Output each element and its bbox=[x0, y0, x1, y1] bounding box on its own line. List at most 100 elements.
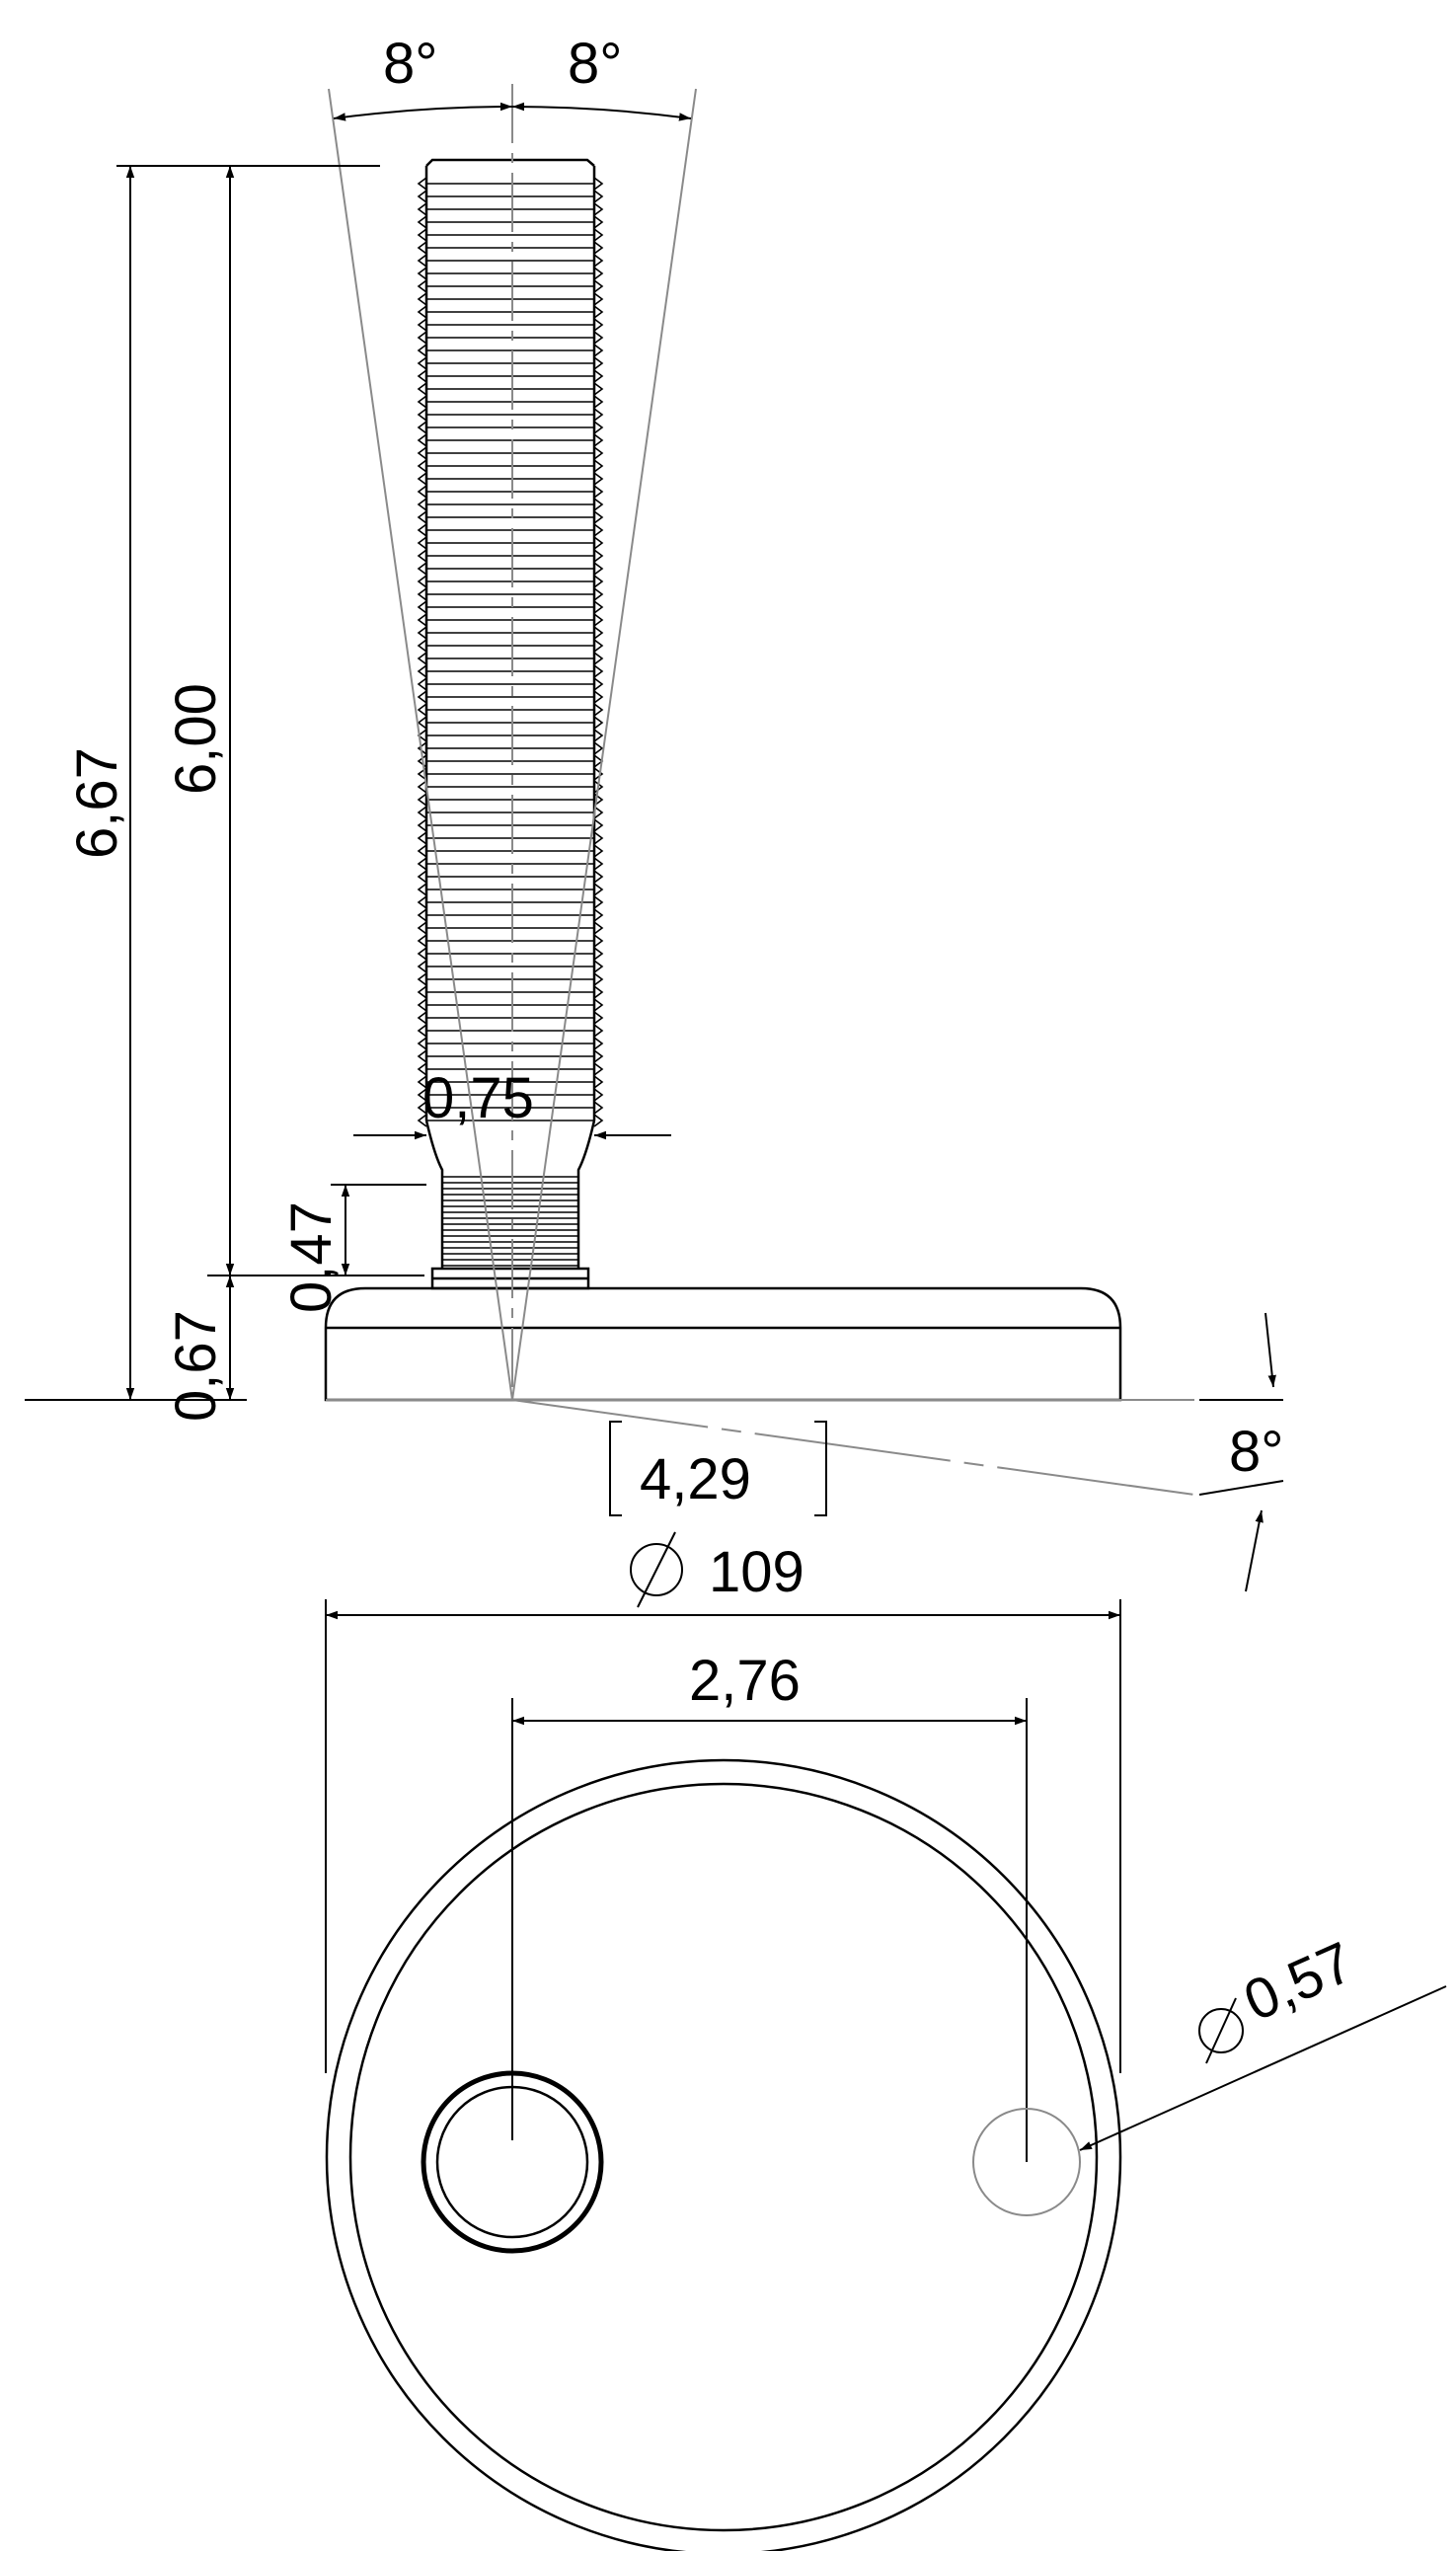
thread-ridge bbox=[417, 1049, 604, 1063]
base-diameter-label: 109 bbox=[630, 1531, 805, 1608]
thread-ridge bbox=[417, 382, 604, 396]
thread-ridge bbox=[417, 1114, 604, 1127]
base-inner-circle bbox=[348, 1782, 1099, 2532]
top-view: 109 2,76 0,57 bbox=[325, 1531, 1447, 2551]
thread-length-label: 6,00 bbox=[164, 683, 228, 795]
thread-ridge bbox=[417, 292, 604, 306]
base-outer-circle bbox=[325, 1758, 1122, 2551]
thread-ridge bbox=[417, 1088, 604, 1102]
thread-ridge bbox=[417, 472, 604, 486]
thread-ridge bbox=[417, 562, 604, 576]
thread-ridge bbox=[417, 408, 604, 422]
thread-ridge bbox=[417, 664, 604, 678]
thread-ridge bbox=[417, 305, 604, 319]
thread-ridge bbox=[417, 459, 604, 473]
thread-ridge bbox=[417, 395, 604, 409]
thread-ridge bbox=[417, 793, 604, 807]
svg-text:109: 109 bbox=[709, 1540, 805, 1604]
base-foot-side bbox=[324, 1286, 1122, 1402]
hole-diameter-label: 0,57 bbox=[1198, 1930, 1363, 2064]
thread-ridge bbox=[417, 972, 604, 986]
thread-ridge bbox=[417, 600, 604, 614]
thread-ridge bbox=[417, 485, 604, 499]
thread-ridge bbox=[417, 831, 604, 845]
neck-height-label: 0,47 bbox=[279, 1201, 344, 1313]
svg-text:0,57: 0,57 bbox=[1235, 1930, 1363, 2034]
mounting-hole bbox=[972, 2108, 1081, 2216]
thread-ridge bbox=[417, 587, 604, 601]
thread-lines bbox=[417, 177, 604, 1127]
thread-ridge bbox=[417, 254, 604, 268]
thread-ridge bbox=[417, 1101, 604, 1115]
thread-ridge bbox=[417, 741, 604, 755]
thread-ridge bbox=[417, 523, 604, 537]
thread-ridge bbox=[417, 921, 604, 935]
thread-ridge bbox=[417, 241, 604, 255]
thread-diameter-label: 0,75 bbox=[422, 1066, 534, 1130]
thread-ridge bbox=[417, 1024, 604, 1038]
thread-ridge bbox=[417, 510, 604, 524]
thread-ridge bbox=[417, 716, 604, 730]
thread-ridge bbox=[417, 780, 604, 794]
thread-ridge bbox=[417, 215, 604, 229]
thread-ridge bbox=[417, 729, 604, 742]
thread-ridge bbox=[417, 960, 604, 973]
stud-inner-circle bbox=[435, 2085, 589, 2239]
thread-ridge bbox=[417, 498, 604, 511]
thread-ridge bbox=[417, 870, 604, 884]
thread-ridge bbox=[417, 202, 604, 216]
thread-ridge bbox=[417, 1075, 604, 1089]
thread-ridge bbox=[417, 844, 604, 858]
side-view: 8° 8° 8° 6,67 6,00 0,67 0,47 0,75 4,29 bbox=[25, 32, 1283, 1592]
thread-ridge bbox=[417, 446, 604, 460]
thread-ridge bbox=[417, 190, 604, 203]
thread-ridge bbox=[417, 1011, 604, 1025]
thread-ridge bbox=[417, 677, 604, 691]
thread-ridge bbox=[417, 177, 604, 191]
thread-ridge bbox=[417, 767, 604, 781]
thread-ridge bbox=[417, 947, 604, 961]
base-height-label: 0,67 bbox=[164, 1310, 228, 1422]
thread-ridge bbox=[417, 998, 604, 1012]
thread-ridge bbox=[417, 1062, 604, 1076]
thread-ridge bbox=[417, 652, 604, 665]
thread-ridge bbox=[417, 228, 604, 242]
thread-ridge bbox=[417, 369, 604, 383]
thread-ridge bbox=[417, 433, 604, 447]
thread-ridge bbox=[417, 806, 604, 819]
thread-ridge bbox=[417, 703, 604, 717]
angle-right-label: 8° bbox=[568, 32, 622, 96]
stud-outer-circle bbox=[421, 2070, 604, 2254]
reference-length-label: 4,29 bbox=[640, 1447, 751, 1511]
thread-ridge bbox=[417, 626, 604, 640]
thread-ridge bbox=[417, 690, 604, 704]
total-height-label: 6,67 bbox=[65, 747, 129, 859]
thread-ridge bbox=[417, 344, 604, 357]
thread-ridge bbox=[417, 1037, 604, 1050]
thread-ridge bbox=[417, 279, 604, 293]
thread-ridge bbox=[417, 356, 604, 370]
thread-ridge bbox=[417, 613, 604, 627]
angle-left-label: 8° bbox=[383, 32, 437, 96]
thread-ridge bbox=[417, 575, 604, 588]
thread-ridge bbox=[417, 421, 604, 434]
thread-ridge bbox=[417, 639, 604, 653]
thread-ridge bbox=[417, 536, 604, 550]
thread-ridge bbox=[417, 267, 604, 280]
thread-ridge bbox=[417, 934, 604, 948]
thread-ridge bbox=[417, 895, 604, 909]
neck-lines bbox=[442, 1176, 578, 1267]
thread-ridge bbox=[417, 857, 604, 871]
thread-ridge bbox=[417, 331, 604, 345]
thread-ridge bbox=[417, 985, 604, 999]
thread-ridge bbox=[417, 549, 604, 563]
hole-spacing-label: 2,76 bbox=[689, 1649, 801, 1713]
thread-ridge bbox=[417, 318, 604, 332]
thread-ridge bbox=[417, 908, 604, 922]
angle-base-label: 8° bbox=[1229, 1420, 1283, 1484]
thread-ridge bbox=[417, 883, 604, 896]
threaded-rod bbox=[417, 158, 604, 1290]
thread-ridge bbox=[417, 754, 604, 768]
thread-ridge bbox=[417, 818, 604, 832]
